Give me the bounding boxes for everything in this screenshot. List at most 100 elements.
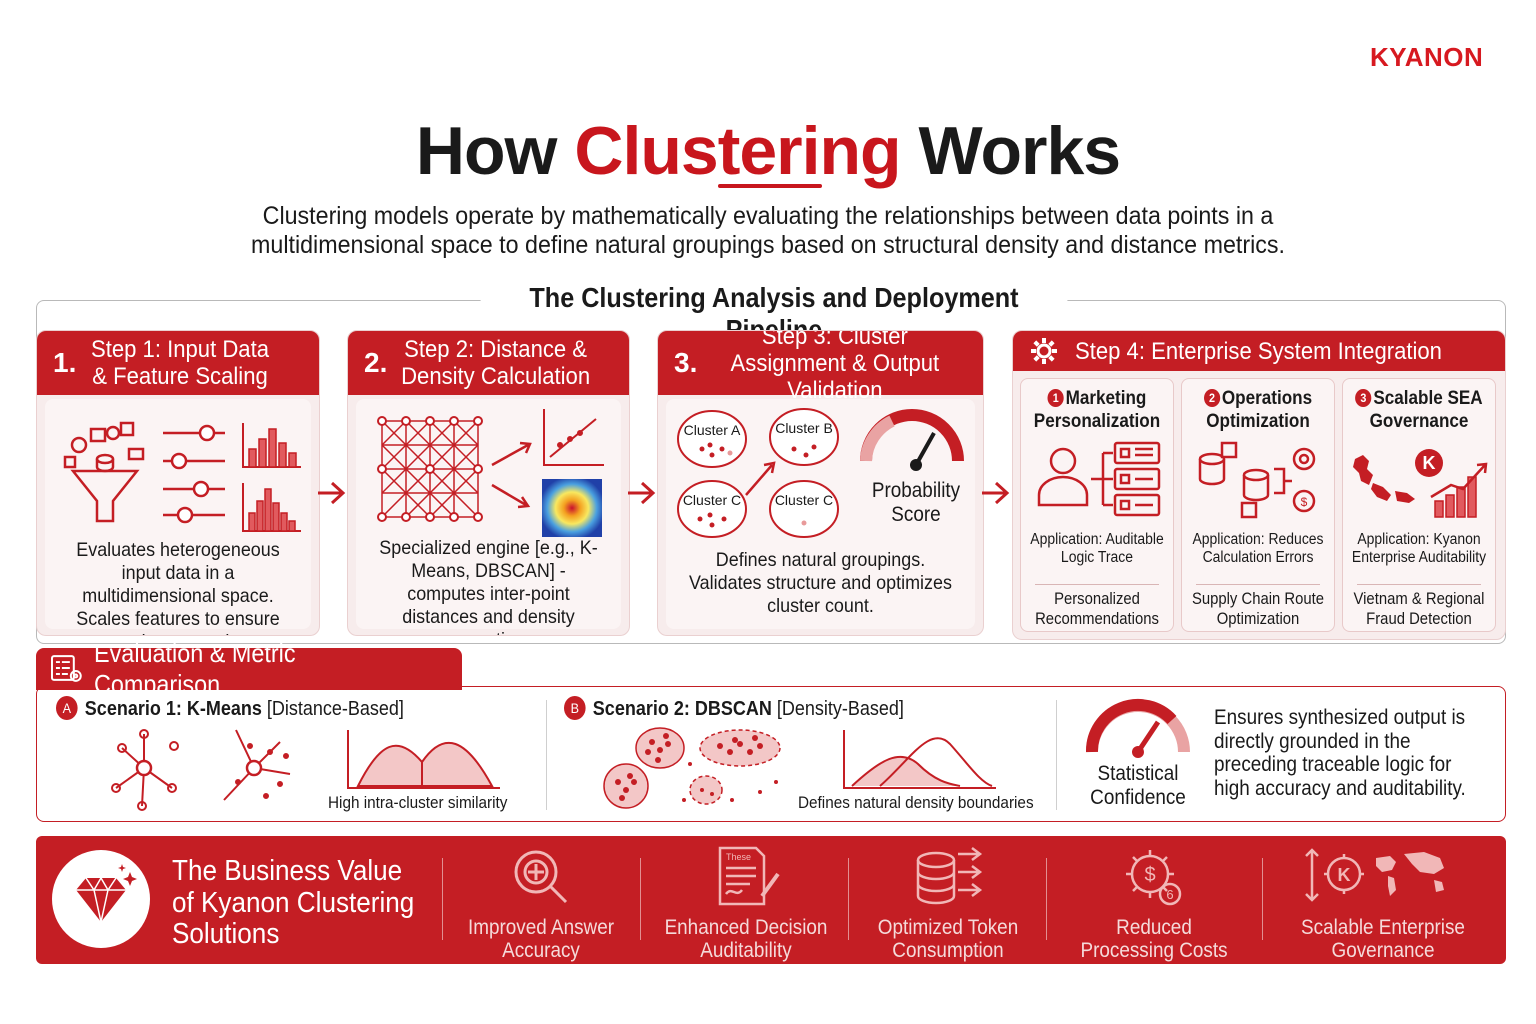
- scenario-b-heading: B Scenario 2: DBSCAN [Density-Based]: [564, 696, 904, 721]
- card-use-case: Supply Chain Route Optimization: [1191, 590, 1325, 628]
- value-item-token: Optimized Token Consumption: [862, 844, 1034, 962]
- cluster-c2-circle: [769, 480, 839, 538]
- step-2-card: 2. Step 2: Distance & Density Calculatio…: [347, 330, 630, 636]
- bar-chart-icons: [242, 423, 301, 532]
- dbscan-illustration: [603, 727, 996, 809]
- card-divider: [1196, 584, 1320, 585]
- funnel-scaling-illustration: [63, 421, 301, 532]
- value-divider: [848, 858, 849, 940]
- step-3-body: Cluster A Cluster B Cluster C Cluster C …: [666, 399, 975, 629]
- scenario-divider: [1056, 700, 1057, 810]
- arrow-right-icon: [628, 481, 656, 505]
- step-1-description: Evaluates heterogeneous input data in a …: [76, 539, 280, 635]
- step-4-title: Step 4: Enterprise System Integration: [1075, 337, 1442, 365]
- step-4-header: Step 4: Enterprise System Integration: [1013, 331, 1505, 371]
- step-1-number: 1.: [53, 347, 77, 378]
- funnel-icon: [63, 421, 145, 523]
- card-divider: [1357, 584, 1481, 585]
- svg-text:K: K: [1338, 865, 1351, 885]
- person-recommendations-icon: [1037, 441, 1161, 517]
- value-item-label: Improved Answer Accuracy: [467, 916, 615, 962]
- gear-dollar-icon: $ 6: [1126, 850, 1182, 906]
- value-item-label: Optimized Token Consumption: [877, 916, 1019, 962]
- value-item-governance: K Scalable Enterprise Governance: [1276, 844, 1490, 962]
- confidence-gauge-icon: [1085, 698, 1190, 758]
- assignment-arrow-icon: [745, 461, 776, 496]
- value-divider: [442, 858, 443, 940]
- title-underline: [718, 184, 822, 188]
- svg-text:K: K: [1423, 453, 1436, 473]
- step-1-header: 1. Step 1: Input Data & Feature Scaling: [37, 331, 319, 395]
- value-item-label: Enhanced Decision Auditability: [664, 916, 828, 962]
- step-3-number: 3.: [674, 347, 698, 378]
- scenario-b-type: [Density-Based]: [776, 698, 904, 720]
- split-arrows-icon: [491, 441, 532, 509]
- step-2-number: 2.: [364, 347, 388, 378]
- card-use-case: Personalized Recommendations: [1035, 590, 1159, 628]
- step-1-body: Evaluates heterogeneous input data in a …: [45, 399, 311, 635]
- svg-text:$: $: [1301, 495, 1308, 509]
- step-3-title: Step 3: Cluster Assignment & Output Vali…: [730, 330, 940, 404]
- card-application: Application: Reduces Calculation Errors: [1192, 531, 1324, 566]
- value-item-label: Reduced Processing Costs: [1080, 916, 1228, 962]
- gauge-icon: [860, 409, 964, 471]
- kyanon-logo: KYANON: [1370, 42, 1484, 72]
- checklist-gear-icon: [50, 655, 82, 682]
- sliders-icon: [163, 424, 225, 524]
- operations-cycle-icon: $: [1198, 441, 1316, 519]
- cluster-label-a: Cluster A: [684, 422, 741, 438]
- step-1-card: 1. Step 1: Input Data & Feature Scaling: [36, 330, 320, 636]
- value-item-label: Scalable Enterprise Governance: [1301, 916, 1465, 962]
- network-nodes: [377, 416, 483, 522]
- world-map-icon: K: [1305, 848, 1444, 902]
- card-use-case: Vietnam & Regional Fraud Detection: [1353, 590, 1485, 628]
- card-number-badge: 1: [1047, 389, 1064, 407]
- value-item-costs: $ 6 Reduced Processing Costs: [1060, 844, 1248, 962]
- page-title: How Clustering Works: [0, 112, 1536, 190]
- card-title-text: Scalable SEA Governance: [1369, 388, 1483, 432]
- card-title-text: Marketing Personalization: [1033, 388, 1161, 432]
- business-value-bar: The Business Value of Kyanon Clustering …: [36, 836, 1506, 964]
- scenario-a-note: High intra-cluster similarity: [328, 793, 508, 812]
- cluster-a-circle: [677, 410, 747, 468]
- network-density-illustration: [377, 409, 604, 537]
- scenario-b-note: Defines natural density boundaries: [798, 793, 1034, 812]
- step-3-header: 3. Step 3: Cluster Assignment & Output V…: [658, 331, 983, 404]
- card-number-badge: 2: [1203, 389, 1221, 407]
- step-2-title: Step 2: Distance & Density Calculation: [401, 336, 591, 390]
- document-sign-icon: These: [718, 846, 780, 906]
- gear-icon: [1031, 338, 1057, 364]
- step-3-description: Defines natural groupings. Validates str…: [689, 549, 952, 617]
- step-3-card: 3. Step 3: Cluster Assignment & Output V…: [657, 330, 984, 636]
- arrow-right-icon: [982, 481, 1010, 505]
- cluster-assignment-illustration: Cluster A Cluster B Cluster C Cluster C: [677, 408, 964, 538]
- statistical-confidence-text: Ensures synthesized output is directly g…: [1214, 706, 1466, 800]
- gem-icon: [76, 864, 137, 923]
- scenario-b-name: Scenario 2: DBSCAN: [592, 698, 772, 720]
- statistical-confidence-label: Statistical Confidence: [1090, 762, 1186, 809]
- arrow-right-icon: [318, 481, 346, 505]
- doc-small-text: These: [726, 852, 751, 862]
- page-subtitle: Clustering models operate by mathematica…: [251, 202, 1285, 259]
- scenario-a-name: Scenario 1: K-Means: [84, 698, 262, 720]
- step-1-title: Step 1: Input Data & Feature Scaling: [91, 336, 270, 390]
- svg-text:$: $: [1144, 864, 1155, 886]
- sea-map-growth-icon: K: [1353, 449, 1488, 518]
- title-part2: Works: [900, 113, 1121, 189]
- value-divider: [640, 858, 641, 940]
- cluster-label-b: Cluster B: [775, 420, 833, 436]
- probability-score-label: Probability Score: [871, 479, 961, 526]
- svg-text:6: 6: [1166, 887, 1173, 902]
- value-divider: [1262, 858, 1263, 940]
- value-item-auditability: These Enhanced Decision Auditability: [654, 844, 838, 962]
- card-application: Application: Auditable Logic Trace: [1030, 531, 1164, 566]
- cluster-label-c2: Cluster C: [775, 492, 833, 508]
- scenario-b-badge: B: [564, 696, 586, 720]
- step-2-header: 2. Step 2: Distance & Density Calculatio…: [348, 331, 629, 395]
